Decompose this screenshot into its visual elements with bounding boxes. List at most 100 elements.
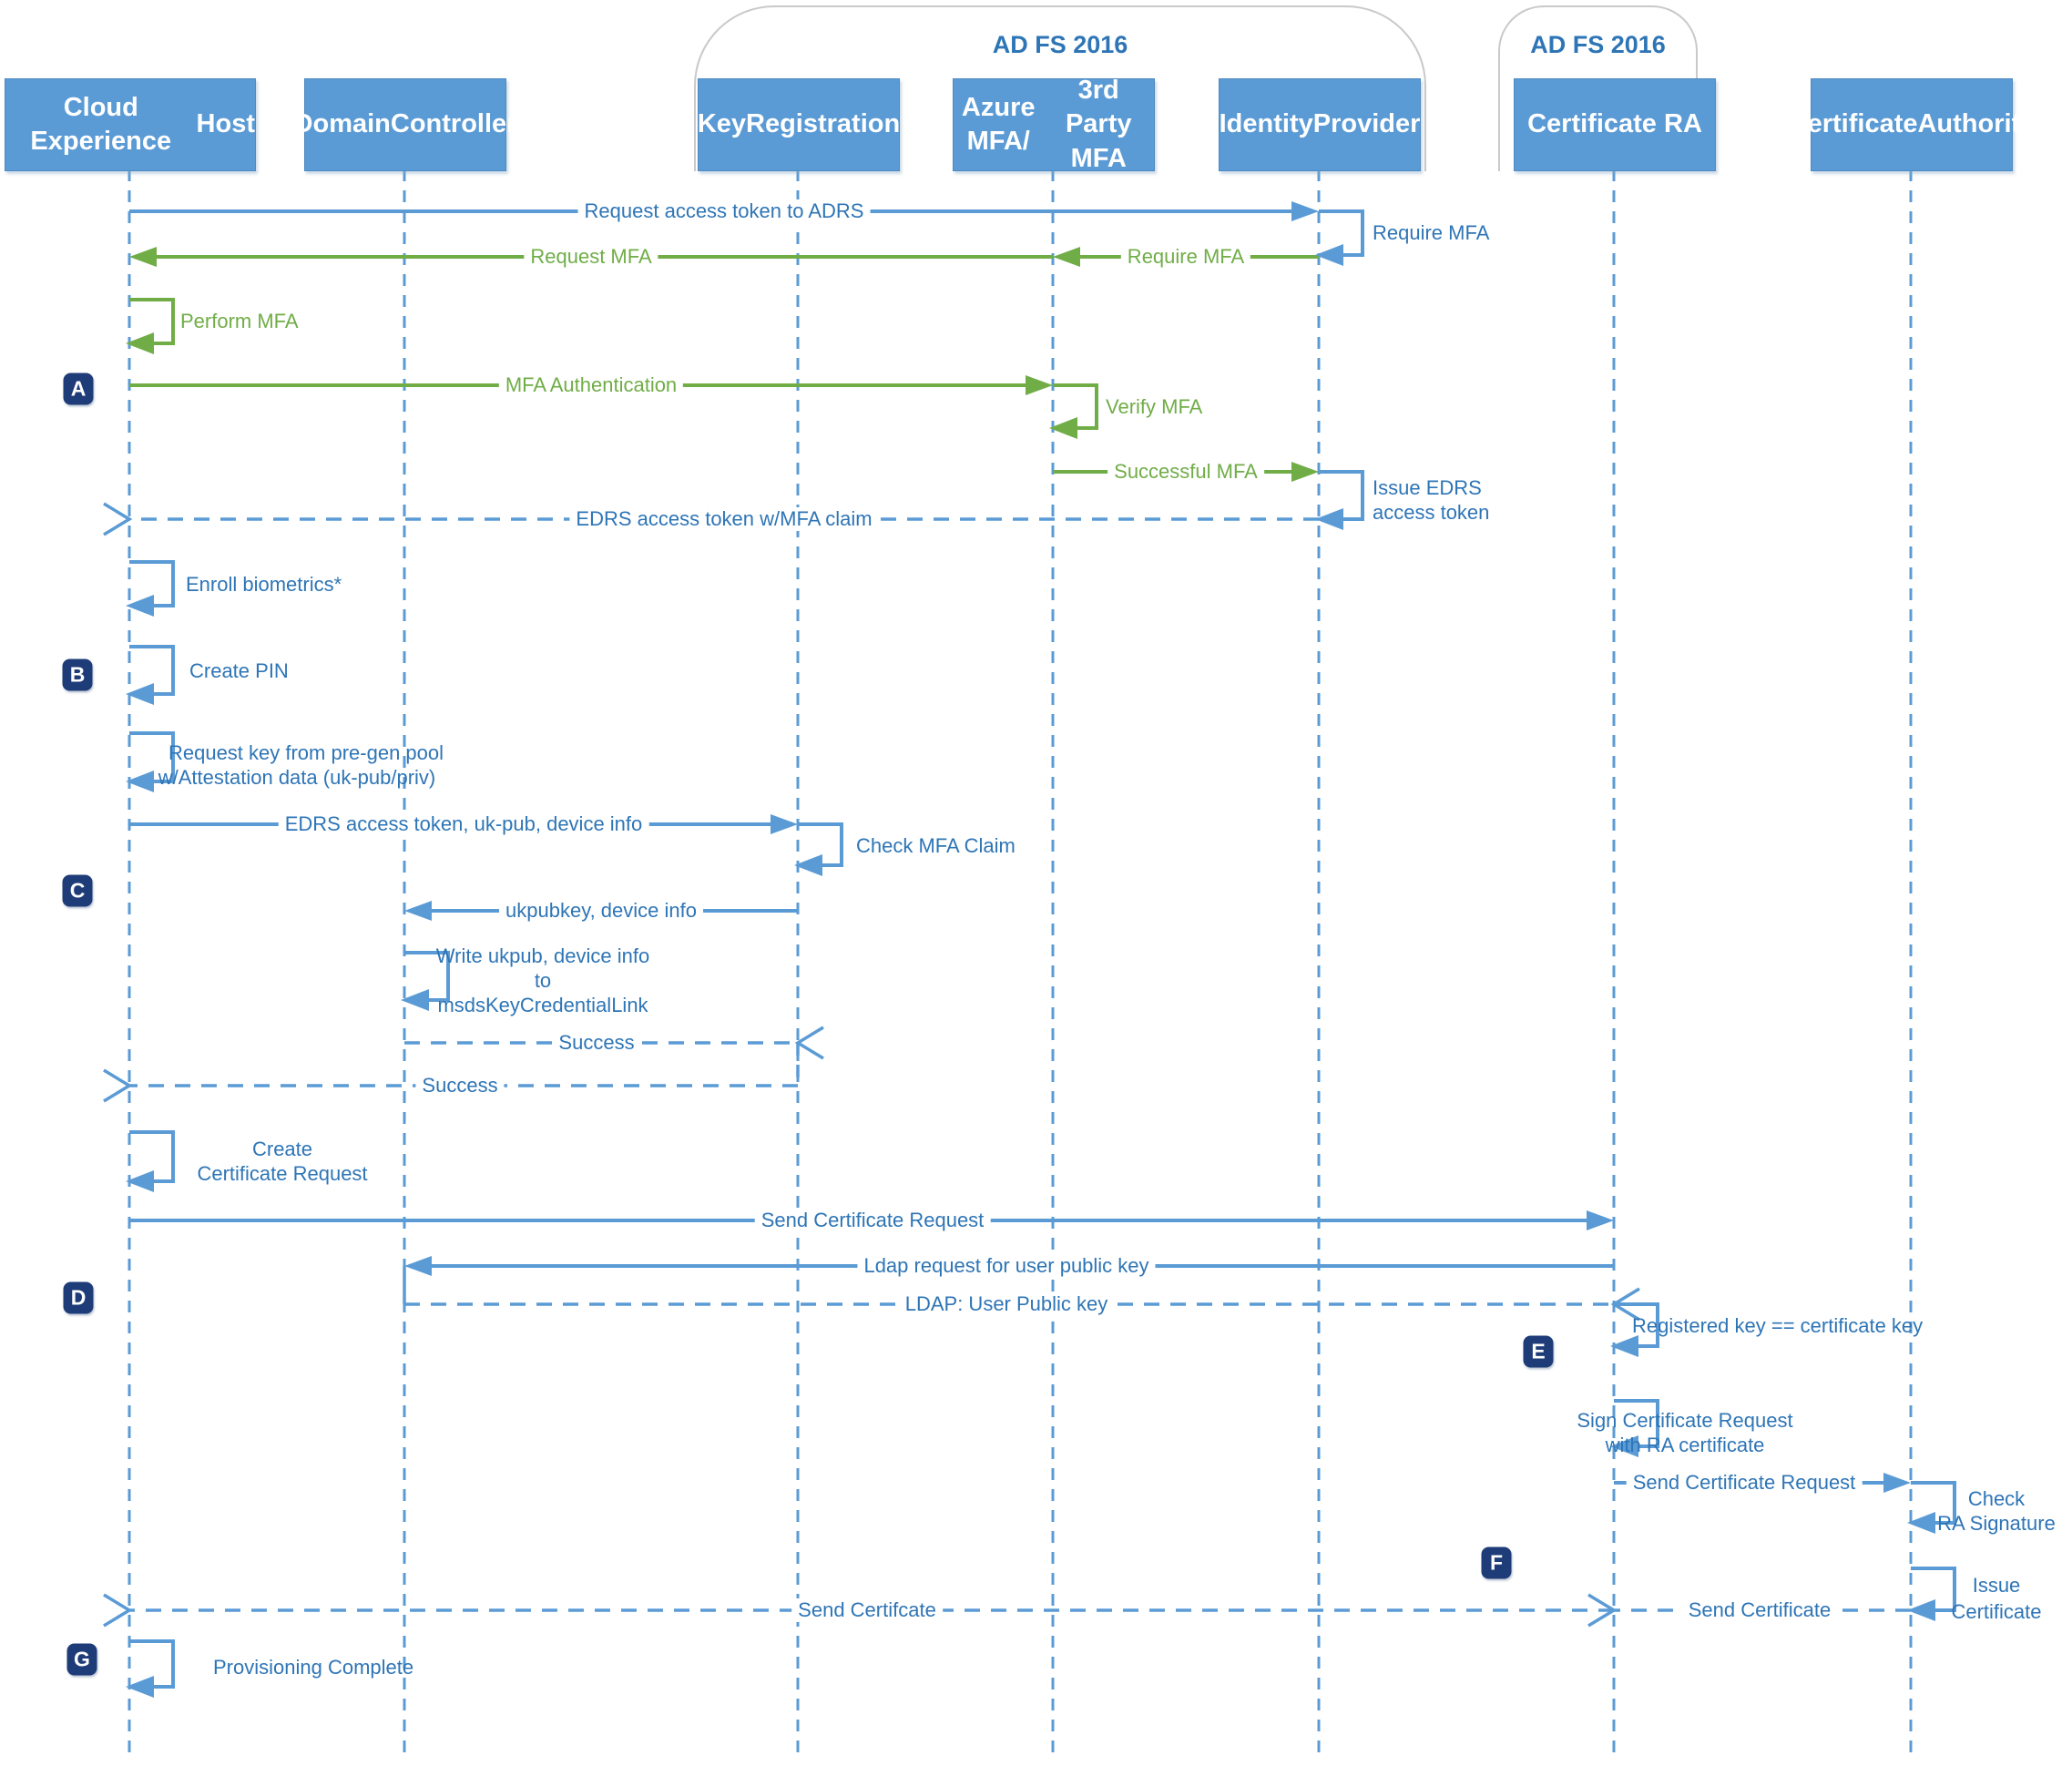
self-call-arrowhead-5: [126, 683, 154, 705]
message-label-22: Success: [415, 1074, 505, 1097]
self-call-arrowhead-10: [1610, 1335, 1638, 1357]
self-call-arrowhead-3: [1315, 508, 1343, 530]
self-call-arrowhead-6: [126, 771, 154, 792]
group-adfs-label: AD FS 2016: [1530, 31, 1666, 58]
message-label-14: w/Attestation data (uk-pub/priv): [158, 766, 436, 789]
actor-label: Certificate: [1788, 109, 1918, 139]
message-label-26: Ldap request for user public key: [857, 1254, 1156, 1278]
step-badge-f: F: [1481, 1547, 1512, 1579]
message-label-16: Check MFA Claim: [856, 834, 1016, 857]
arrowhead-filled-0: [1291, 201, 1319, 221]
self-call-arrowhead-1: [126, 332, 154, 354]
message-label-4: Perform MFA: [180, 310, 299, 332]
arrowhead-open-8: [794, 1026, 824, 1060]
arrowhead-open-9: [103, 1068, 133, 1103]
actor-label: Azure MFA/: [961, 92, 1036, 156]
message-label-36: Send Certificate: [1681, 1598, 1838, 1622]
actor-ra: Certificate RA: [1514, 78, 1716, 171]
self-call-9: [129, 1130, 175, 1183]
message-label-9: access token: [1373, 501, 1490, 524]
message-label-27: LDAP: User Public key: [898, 1292, 1115, 1316]
message-label-3: Request MFA: [524, 245, 658, 269]
arrowhead-filled-10: [1587, 1210, 1614, 1230]
arrowhead-filled-1: [1053, 247, 1080, 267]
message-label-5: MFA Authentication: [498, 373, 684, 397]
message-label-11: Enroll biometrics*: [186, 573, 342, 596]
message-label-35: Certificate: [1951, 1600, 2042, 1623]
message-label-10: EDRS access token w/MFA claim: [569, 507, 879, 531]
self-call-13: [1911, 1567, 1956, 1612]
self-call-2: [1053, 383, 1098, 430]
message-label-17: ukpubkey, device info: [499, 899, 703, 923]
actor-label: Controller: [390, 109, 517, 139]
message-label-30: with RA certificate: [1605, 1434, 1765, 1456]
step-badge-b: B: [62, 658, 93, 691]
self-call-arrowhead-2: [1049, 417, 1077, 439]
message-label-21: Success: [552, 1031, 641, 1055]
message-label-15: EDRS access token, uk-pub, device info: [278, 812, 649, 836]
arrowhead-filled-7: [404, 901, 432, 921]
group-adfs-label: AD FS 2016: [992, 31, 1128, 58]
self-call-0: [1319, 209, 1364, 257]
self-call-arrowhead-11: [1610, 1435, 1638, 1457]
message-label-31: Send Certificate Request: [1626, 1471, 1863, 1495]
self-call-arrowhead-4: [126, 595, 154, 617]
message-label-19: to: [534, 969, 552, 992]
arrowhead-open-5: [103, 502, 133, 536]
self-call-8: [404, 951, 450, 1002]
step-badge-g: G: [66, 1643, 97, 1676]
actor-label: Key: [697, 109, 747, 139]
self-call-arrowhead-14: [126, 1676, 154, 1698]
actor-label: Certificate RA: [1527, 109, 1702, 139]
arrowhead-filled-6: [771, 814, 798, 834]
arrowhead-filled-11: [404, 1256, 432, 1276]
self-call-7: [798, 822, 843, 867]
step-badge-c: C: [62, 874, 93, 907]
message-label-32: Check: [1967, 1487, 2026, 1510]
arrowhead-filled-4: [1291, 462, 1319, 482]
message-label-33: RA Signature: [1937, 1512, 2056, 1535]
self-call-14: [129, 1639, 175, 1689]
message-label-12: Create PIN: [189, 659, 289, 682]
self-call-3: [1319, 470, 1364, 521]
actor-label: 3rd Party MFA: [1065, 76, 1132, 173]
actor-label: Registration: [746, 109, 901, 139]
message-label-38: Provisioning Complete: [213, 1656, 414, 1679]
self-call-arrowhead-12: [1907, 1512, 1935, 1534]
self-call-arrowhead-8: [401, 989, 429, 1011]
step-badge-d: D: [63, 1281, 94, 1314]
message-label-6: Verify MFA: [1106, 395, 1203, 418]
step-badge-e: E: [1523, 1335, 1554, 1368]
arrowhead-open-15: [103, 1593, 133, 1628]
message-label-7: Successful MFA: [1107, 460, 1264, 484]
message-label-23: Create: [251, 1138, 313, 1160]
self-call-arrowhead-7: [794, 854, 822, 876]
message-label-2: Require MFA: [1120, 245, 1251, 269]
actor-label: Host: [196, 109, 255, 139]
message-label-28: Registered key == certificate key: [1632, 1314, 1924, 1337]
self-call-1: [129, 298, 175, 345]
message-label-18: Write ukpub, device info: [435, 944, 650, 967]
message-label-1: Require MFA: [1373, 221, 1490, 244]
actor-label: Authority: [1917, 109, 2036, 139]
actor-ceh: Cloud Experience Host: [5, 78, 256, 171]
arrowhead-filled-13: [1883, 1473, 1911, 1493]
self-call-12: [1911, 1481, 1956, 1525]
self-call-11: [1614, 1399, 1659, 1448]
self-call-5: [129, 645, 175, 696]
message-label-0: Request access token to ADRS: [577, 199, 871, 223]
actor-label: Identity: [1219, 109, 1313, 139]
message-label-20: msdsKeyCredentialLink: [437, 994, 648, 1016]
message-label-29: Sign Certificate Request: [1577, 1409, 1793, 1432]
actor-label: Cloud Experience: [30, 92, 172, 156]
self-call-6: [129, 731, 175, 783]
self-call-arrowhead-13: [1907, 1599, 1935, 1621]
actor-label: Domain: [293, 109, 391, 139]
step-badge-a: A: [63, 373, 94, 405]
actor-mfa: Azure MFA/3rd Party MFA: [953, 76, 1155, 173]
